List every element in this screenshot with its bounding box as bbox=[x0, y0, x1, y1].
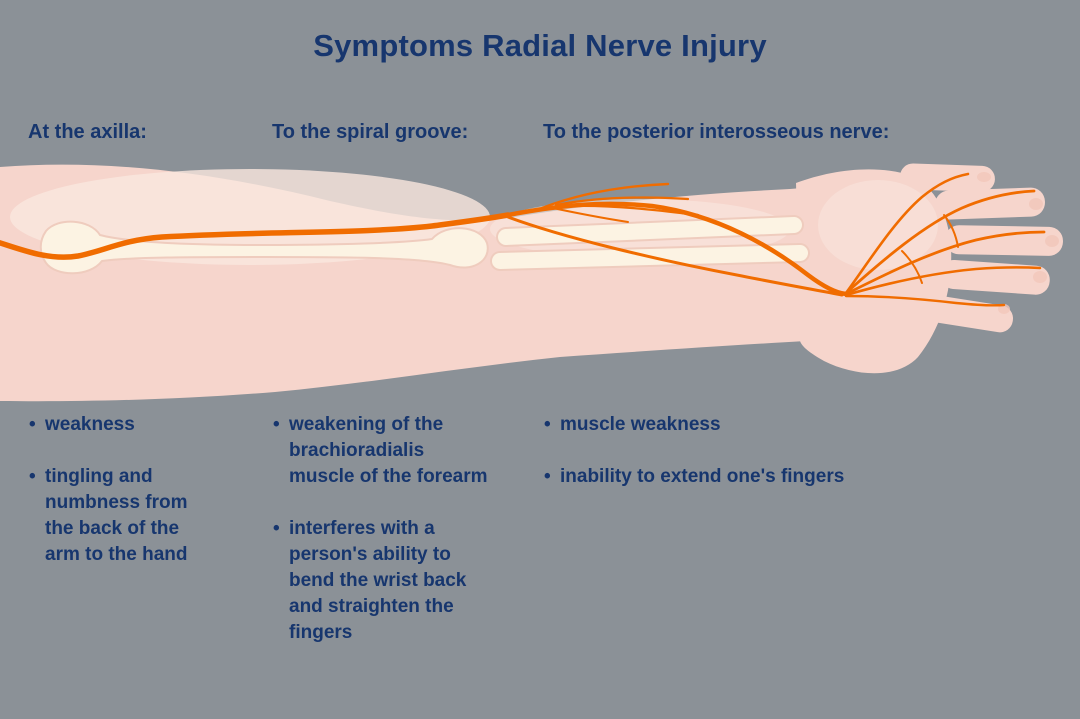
symptom-item: inability to extend one's fingers bbox=[543, 464, 1013, 490]
page-title: Symptoms Radial Nerve Injury bbox=[313, 28, 767, 63]
symptom-list-posterior-interosseous: muscle weakness inability to extend one'… bbox=[543, 412, 1013, 516]
nerve-crosslink-2 bbox=[943, 214, 959, 248]
fingernails bbox=[977, 172, 1059, 314]
symptom-list-axilla: weakness tingling and numbness from the … bbox=[28, 412, 196, 594]
nerve-branch-middle bbox=[844, 230, 1046, 296]
arm-illustration bbox=[0, 163, 1063, 402]
heading-spiral-groove: To the spiral groove: bbox=[272, 121, 469, 143]
symptom-list-spiral-groove: weakening of the brachioradialis muscle … bbox=[272, 412, 488, 672]
humerus-bone bbox=[39, 220, 489, 275]
symptom-item: tingling and numbness from the back of t… bbox=[28, 464, 196, 568]
radial-nerve bbox=[0, 172, 1046, 307]
nerve-branch-ring bbox=[844, 266, 1042, 297]
symptom-item: weakness bbox=[28, 412, 196, 438]
symptom-item: interferes with a person's ability to be… bbox=[272, 516, 488, 646]
nerve-crosslink-1 bbox=[901, 250, 923, 284]
nerve-forearm-deep bbox=[506, 215, 844, 297]
nerve-twig-1 bbox=[540, 182, 670, 210]
nerve-twig-3 bbox=[570, 204, 700, 217]
nerve-twig-2 bbox=[554, 196, 690, 207]
arm-skin bbox=[0, 163, 1063, 402]
radius-bone bbox=[498, 217, 802, 245]
symptom-item: muscle weakness bbox=[543, 412, 1013, 438]
nerve-branch-pinky bbox=[844, 294, 1006, 307]
nerve-twig-4 bbox=[547, 206, 629, 223]
heading-posterior-interosseous: To the posterior interosseous nerve: bbox=[543, 121, 890, 143]
symptom-item: weakening of the brachioradialis muscle … bbox=[272, 412, 488, 490]
skin-highlight-hand bbox=[818, 180, 938, 270]
index-finger bbox=[934, 187, 1045, 220]
nerve-trunk bbox=[0, 212, 511, 260]
heading-axilla: At the axilla: bbox=[28, 121, 147, 143]
nerve-branch-index bbox=[844, 189, 1036, 295]
nerve-branch-thumb bbox=[844, 172, 970, 295]
